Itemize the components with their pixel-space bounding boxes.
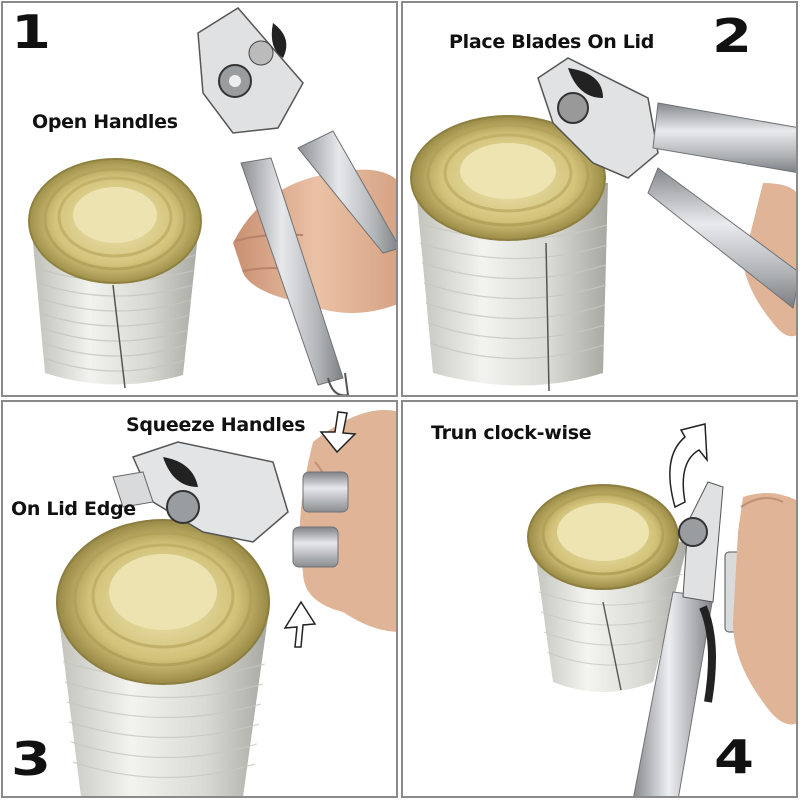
can-opener xyxy=(112,441,349,568)
hand xyxy=(733,493,796,725)
step-2-illustration xyxy=(410,57,796,392)
step-4-illustration xyxy=(527,423,796,796)
can-opener xyxy=(537,57,796,309)
step-3-panel: 3 Squeeze Handles On Lid Edge xyxy=(1,400,398,798)
hand xyxy=(299,410,396,632)
squeeze-up-arrow-icon xyxy=(283,600,317,648)
step-4-panel: 4 Trun clock-wise xyxy=(401,400,798,798)
step-caption-squeeze: Squeeze Handles xyxy=(126,414,306,436)
step-number: 3 xyxy=(11,732,52,786)
can-opener xyxy=(197,7,396,395)
clockwise-arrow-icon xyxy=(669,423,708,509)
step-number: 4 xyxy=(713,730,755,784)
can xyxy=(410,115,608,392)
step-caption: Trun clock-wise xyxy=(431,422,592,444)
step-caption: Open Handles xyxy=(32,111,178,133)
step-number: 2 xyxy=(711,9,753,63)
can xyxy=(28,158,202,389)
step-caption-lid-edge: On Lid Edge xyxy=(11,498,136,520)
squeeze-down-arrow-icon xyxy=(319,411,357,454)
can xyxy=(527,484,688,692)
step-1-panel: 1 Open Handles xyxy=(1,1,398,397)
step-2-panel: 2 Place Blades On Lid xyxy=(401,1,798,397)
step-caption: Place Blades On Lid xyxy=(449,31,655,53)
step-3-illustration xyxy=(56,410,396,796)
step-1-illustration xyxy=(28,7,396,395)
can xyxy=(56,519,270,796)
step-number: 1 xyxy=(11,5,52,59)
